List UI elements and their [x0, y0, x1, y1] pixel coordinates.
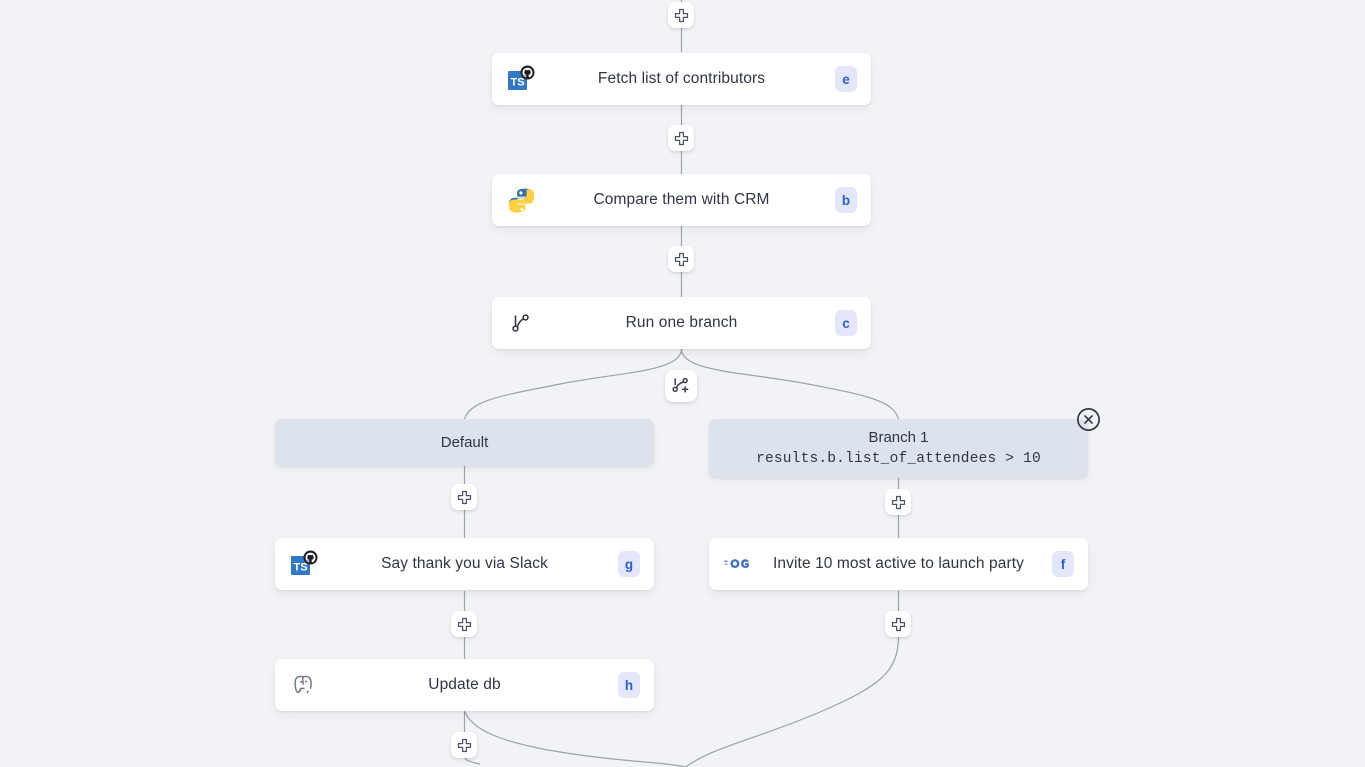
workflow-node-say-thank-you-via-slack[interactable]: TS Say thank you via Slack g — [275, 538, 654, 590]
plus-icon — [674, 8, 688, 22]
node-badge[interactable]: f — [1052, 551, 1074, 577]
branch-name: Branch 1 — [868, 429, 929, 446]
add-step-button-after-h[interactable] — [451, 732, 477, 758]
branch-condition: results.b.list_of_attendees > 10 — [756, 451, 1041, 467]
add-branch-button[interactable] — [665, 370, 697, 402]
workflow-node-update-db[interactable]: Update db h — [275, 659, 654, 711]
typescript-github-icon: TS — [289, 549, 319, 579]
git-branch-icon — [506, 308, 536, 338]
branch-label-branch1[interactable]: Branch 1 results.b.list_of_attendees > 1… — [709, 419, 1088, 478]
plus-icon — [674, 252, 688, 266]
typescript-github-icon: TS — [506, 64, 536, 94]
plus-icon — [457, 617, 471, 631]
workflow-node-invite-10-most-active-to-launch-party[interactable]: Invite 10 most active to launch party f — [709, 538, 1088, 590]
add-step-button-after-b[interactable] — [668, 246, 694, 272]
plus-icon — [674, 131, 688, 145]
plus-icon — [457, 490, 471, 504]
branch-label-default[interactable]: Default — [275, 419, 654, 466]
node-badge[interactable]: e — [835, 66, 857, 92]
postgresql-icon — [289, 670, 319, 700]
add-step-button-after-g[interactable] — [451, 611, 477, 637]
workflow-node-compare-them-with-crm[interactable]: Compare them with CRM b — [492, 174, 871, 226]
python-icon — [506, 185, 536, 215]
node-title: Fetch list of contributors — [597, 70, 766, 87]
golang-icon — [723, 549, 753, 579]
node-badge[interactable]: b — [835, 187, 857, 213]
plus-icon — [457, 738, 471, 752]
plus-icon — [891, 495, 905, 509]
node-title: Compare them with CRM — [593, 191, 770, 208]
branch-name: Default — [440, 433, 489, 451]
close-branch-button[interactable] — [1075, 406, 1101, 432]
workflow-node-fetch-list-of-contributors[interactable]: TS Fetch list of contributors e — [492, 53, 871, 105]
add-step-button-top[interactable] — [668, 2, 694, 28]
svg-text:TS: TS — [510, 77, 524, 89]
add-step-button-after-f[interactable] — [885, 611, 911, 637]
node-title: Run one branch — [625, 314, 738, 331]
close-icon — [1076, 407, 1100, 431]
node-badge[interactable]: c — [835, 310, 857, 336]
node-badge[interactable]: g — [618, 551, 640, 577]
node-title: Update db — [428, 676, 501, 693]
add-step-button-after-e[interactable] — [668, 125, 694, 151]
plus-icon — [891, 617, 905, 631]
workflow-node-run-one-branch[interactable]: Run one branch c — [492, 297, 871, 349]
node-title: Say thank you via Slack — [381, 555, 548, 572]
add-step-button-branch1-before-f[interactable] — [885, 489, 911, 515]
node-title: Invite 10 most active to launch party — [773, 555, 1024, 572]
add-step-button-default-before-g[interactable] — [451, 484, 477, 510]
node-badge[interactable]: h — [618, 672, 640, 698]
svg-text:TS: TS — [293, 562, 307, 574]
